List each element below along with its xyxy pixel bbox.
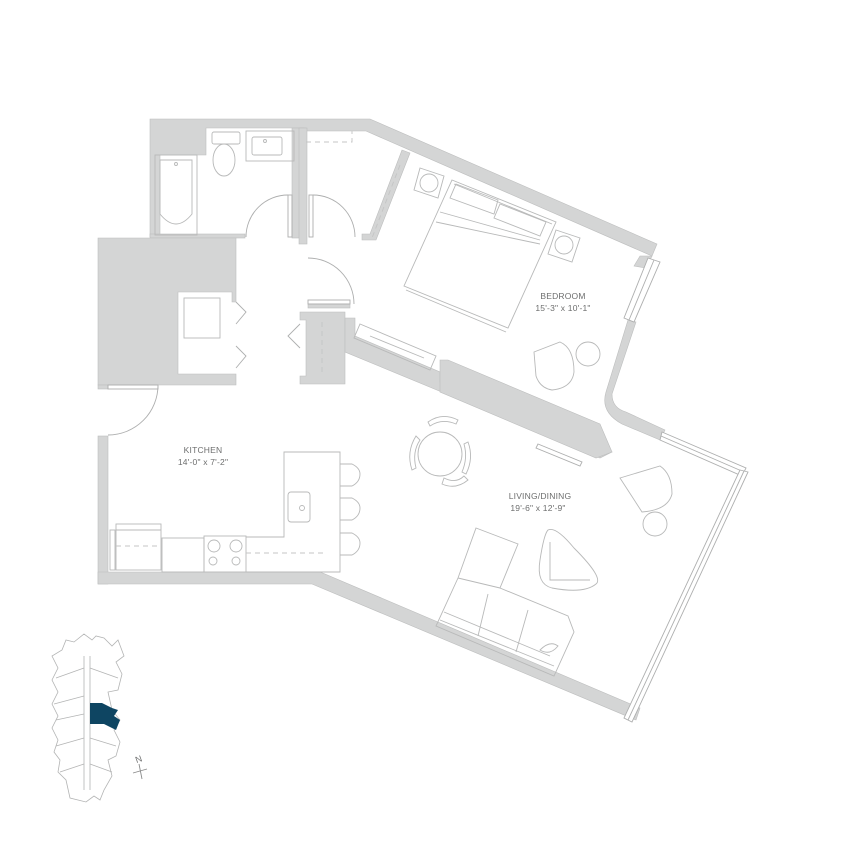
bedroom-closet: [306, 131, 401, 239]
windows: [535, 257, 749, 723]
walls: [97, 118, 666, 721]
living-dining-dimensions: 19'-6" x 12'-9": [510, 503, 565, 513]
living-dining-label: LIVING/DINING: [509, 491, 572, 501]
doors: [107, 194, 356, 436]
bedroom-furniture: [353, 167, 601, 391]
hall-closets: [183, 297, 323, 376]
kitchen-label: KITCHEN: [184, 445, 223, 455]
bathroom-fixtures: [154, 130, 295, 236]
north-arrow-icon: [132, 763, 148, 780]
bedroom-dimensions: 15'-3" x 10'-1": [535, 303, 590, 313]
kitchen-dimensions: 14'-0" x 7'-2": [178, 457, 228, 467]
room-labels: BEDROOM 15'-3" x 10'-1" KITCHEN 14'-0" x…: [178, 291, 591, 513]
north-label: N: [134, 753, 144, 765]
bedroom-label: BEDROOM: [540, 291, 585, 301]
highlighted-unit: [90, 703, 120, 730]
kitchen-fixtures: [109, 451, 361, 573]
key-plan: N: [51, 633, 148, 803]
living-furniture: [409, 416, 673, 677]
